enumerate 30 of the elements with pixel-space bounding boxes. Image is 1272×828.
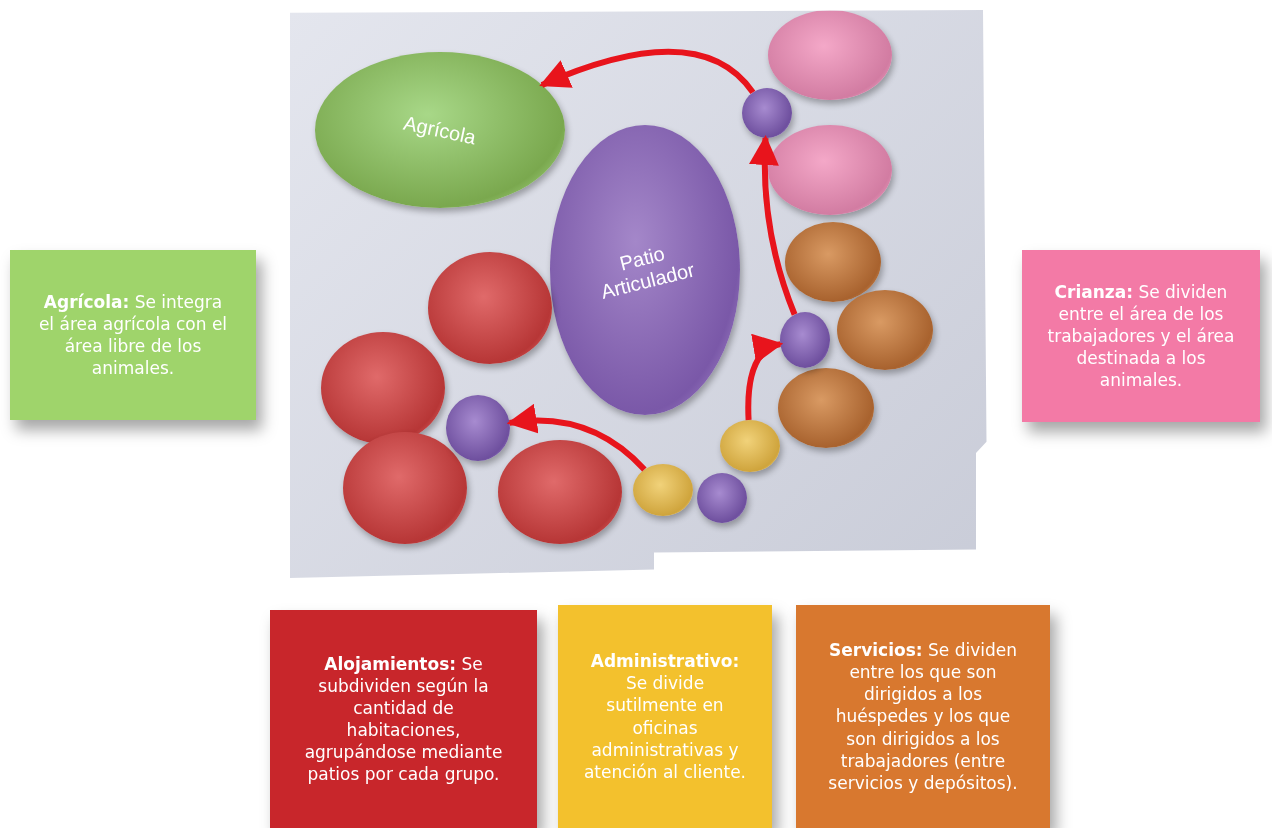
zone-bubble [697,473,747,523]
zone-bubble [785,222,881,302]
zone-bubble [428,252,552,364]
arrow [745,336,784,421]
description-text: Servicios: Se dividen entre los que son dirigidos a los huéspedes y los que son dirigidos a los trabajadores (entre servicios y depósitos). [827,639,1019,794]
description-card [10,250,256,420]
zone-bubble [742,88,792,138]
zone-bubble [498,440,622,544]
description-text: Crianza: Se dividen entre el área de los trabajadores y el área destinada a los animales. [1046,280,1236,392]
description-text: Administrativo: Se divide sutilmente en oficinas administrativas y atención al cliente. [582,650,748,783]
description-card [1022,250,1260,422]
zone-bubble [343,432,467,544]
zone-bubble [446,395,510,461]
description-card [796,605,1050,828]
description-card [270,610,537,828]
zone-label: Patio Articulador [597,241,698,305]
zone-bubble [778,368,874,448]
zone-bubble [837,290,933,370]
description-text: Agrícola: Se integra el área agrícola con el área libre de los animales. [37,290,229,380]
description-card [558,605,772,828]
zone-bubble [720,420,780,472]
description-text: Alojamientos: Se subdividen según la cantidad de habitaciones, agrupándose mediante patios por cada grupo. [303,652,504,786]
arrow [749,135,798,316]
zone-bubble [780,312,830,368]
arrow [539,48,756,95]
arrow [506,404,647,472]
zone-bubble [768,125,892,215]
zone-bubble [768,10,892,100]
zone-bubble [633,464,693,516]
zone-label: Agrícola [401,111,479,149]
